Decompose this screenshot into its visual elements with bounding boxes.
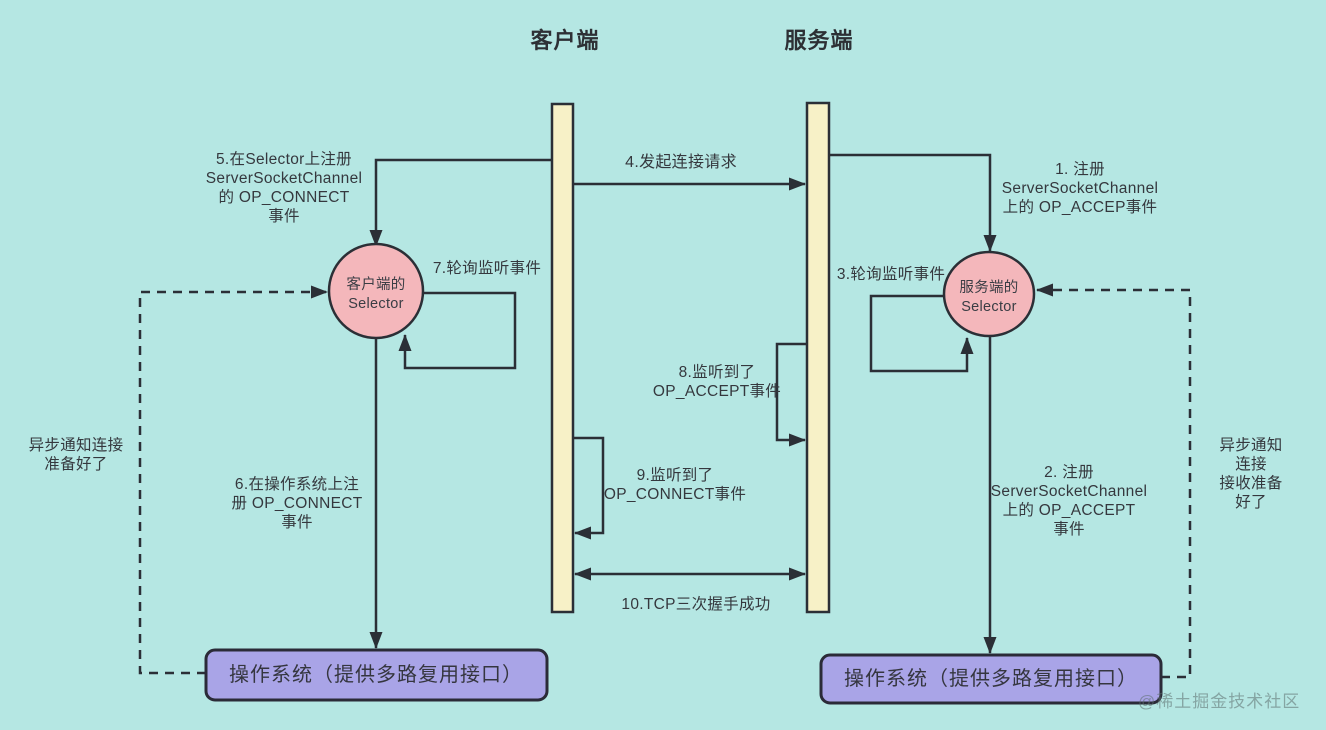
client-column-header: 客户端 [530,28,600,53]
client-lifeline-bar [550,102,575,614]
loop-step7-client-poll [398,291,517,370]
step4-label: 4.发起连接请求 [625,154,737,171]
client-selector-label: 客户端的 Selector [346,277,406,312]
client-selector-circle [327,242,425,340]
loop-step8-accept-detected [775,342,807,447]
step1-label: 1. 注册 ServerSocketChannel 上的 OP_ACCEP事件 [1001,161,1159,216]
async-note-right: 异步通知连接 接收准备好了 [1219,437,1283,511]
loop-step3-server-poll [869,294,974,373]
step10-label: 10.TCP三次握手成功 [621,596,771,613]
server-column-header: 服务端 [784,28,854,53]
async-note-left: 异步通知连接 准备好了 [28,437,124,473]
server-lifeline-bar [805,101,831,614]
os-box-right [819,653,1163,705]
step6-label: 6.在操作系统上注 册 OP_CONNECT 事件 [231,476,363,531]
server-selector-label: 服务端的 Selector [959,280,1019,315]
os-box-left-label: 操作系统（提供多路复用接口） [229,664,523,686]
step8-label: 8.监听到了 OP_ACCEPT事件 [652,364,782,400]
step5-label: 5.在Selector上注册 ServerSocketChannel 的 OP_… [205,151,363,225]
step7-label: 7.轮询监听事件 [432,260,542,277]
os-box-left [204,648,549,702]
os-box-right-label: 操作系统（提供多路复用接口） [844,668,1138,690]
step2-label: 2. 注册 ServerSocketChannel 上的 OP_ACCEPT 事… [990,464,1148,538]
server-selector-circle [942,250,1036,338]
dashed-arrow-async-notify-client [138,285,328,675]
step9-label: 9.监听到了 OP_CONNECT事件 [603,467,747,503]
arrow-step1-register-accept [829,153,997,252]
step3-label: 3.轮询监听事件 [836,266,946,283]
watermark: @稀土掘金技术社区 [1138,692,1301,711]
loop-step9-connect-detected [573,436,605,540]
arrow-step5-register-connect [369,158,552,247]
